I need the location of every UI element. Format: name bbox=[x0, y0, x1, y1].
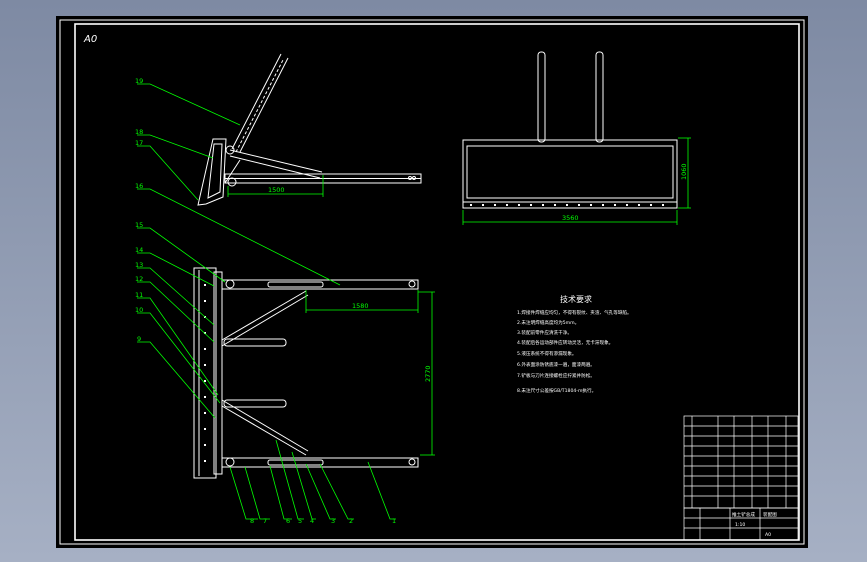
part-label-2: 2 bbox=[349, 517, 353, 525]
top-width-dim-text: 2770 bbox=[424, 365, 432, 382]
part-label-17: 17 bbox=[135, 139, 143, 147]
part-label-6: 6 bbox=[286, 517, 290, 525]
part-label-11: 11 bbox=[135, 291, 143, 299]
front-blade-outer bbox=[462, 139, 678, 209]
part-label-1: 1 bbox=[392, 517, 396, 525]
tech-req-line: 1.焊接件焊缝应均匀，不得有裂纹、夹渣、气孔等缺陷。 bbox=[517, 309, 632, 316]
top-end-pin-2 bbox=[408, 458, 416, 466]
front-view bbox=[462, 51, 678, 209]
side-end-pin-b bbox=[412, 176, 416, 180]
part-label-3: 3 bbox=[331, 517, 335, 525]
part-number-labels: 19 18 17 16 15 14 13 12 11 10 9 8 7 6 5 … bbox=[135, 77, 396, 525]
part-label-4: 4 bbox=[310, 517, 314, 525]
tech-req-line: 5.液压系统不得有渗漏现象。 bbox=[517, 350, 577, 357]
side-cylinder-rod bbox=[235, 59, 284, 153]
top-upper-arm bbox=[221, 279, 419, 290]
part-label-15: 15 bbox=[135, 221, 143, 229]
top-dimensions bbox=[305, 290, 435, 456]
tech-req-line: 8.未注尺寸公差按GB/T1804-m执行。 bbox=[517, 387, 596, 394]
title-block-text: 推土铲总成 装配图 1:10 A0 bbox=[732, 511, 777, 538]
front-blade-face bbox=[466, 145, 674, 199]
side-blade bbox=[197, 138, 227, 206]
top-upper-link bbox=[267, 281, 324, 288]
part-label-16: 16 bbox=[135, 182, 143, 190]
part-label-9: 9 bbox=[137, 335, 141, 343]
side-beam-pin bbox=[227, 177, 237, 187]
top-brace-upper bbox=[221, 290, 307, 341]
outer-border bbox=[59, 19, 805, 545]
top-lower-arm bbox=[221, 457, 419, 468]
side-view bbox=[197, 53, 422, 206]
tech-req-line: 7.铲板与刀片连接螺栓应拧紧并防松。 bbox=[517, 372, 595, 379]
side-brace-a bbox=[229, 149, 323, 173]
top-view bbox=[193, 267, 419, 479]
title-block-sheet: A0 bbox=[765, 532, 771, 538]
part-label-19: 19 bbox=[135, 77, 143, 85]
inner-frame bbox=[74, 23, 800, 541]
title-block-scale: 1:10 bbox=[735, 522, 745, 528]
tech-req-line: 3.装配前零件应清洗干净。 bbox=[517, 329, 572, 336]
top-lower-cylinder bbox=[223, 399, 287, 408]
top-pin-2 bbox=[225, 457, 235, 467]
tech-req-line: 2.未注明焊缝高度均为5mm。 bbox=[517, 319, 579, 326]
top-upper-cylinder bbox=[223, 338, 287, 347]
front-dimensions bbox=[462, 137, 691, 225]
top-pin-1 bbox=[225, 279, 235, 289]
side-dimension bbox=[227, 175, 324, 197]
top-brace-lower-b bbox=[221, 399, 309, 452]
front-bolt-row bbox=[470, 204, 664, 206]
part-label-18: 18 bbox=[135, 128, 143, 136]
tech-req-title: 技术要求 bbox=[560, 294, 592, 304]
side-pivot bbox=[225, 145, 235, 155]
title-block-drawing-no: 装配图 bbox=[763, 511, 777, 518]
part-label-13: 13 bbox=[135, 261, 143, 269]
top-blade-back bbox=[213, 271, 223, 475]
tech-req-line: 6.外表面涂防锈底漆一遍，面漆两遍。 bbox=[517, 361, 595, 368]
leader-lines bbox=[137, 83, 396, 520]
front-width-dim-text: 3560 bbox=[562, 214, 579, 222]
side-strut bbox=[224, 159, 241, 184]
part-label-8: 8 bbox=[250, 517, 254, 525]
title-block-name: 推土铲总成 bbox=[732, 511, 755, 518]
part-label-12: 12 bbox=[135, 275, 143, 283]
tech-req-line: 4.装配后各运动部件应转动灵活，无卡滞现象。 bbox=[517, 339, 613, 346]
top-brace-lower bbox=[221, 405, 307, 456]
front-cylinder-right bbox=[595, 51, 604, 143]
side-end-pin-a bbox=[408, 176, 412, 180]
side-cylinder-outer-b bbox=[239, 57, 289, 153]
side-blade-inner bbox=[207, 143, 223, 199]
sheet-size-label: A0 bbox=[83, 34, 97, 45]
tech-requirements: 技术要求 1.焊接件焊缝应均匀，不得有裂纹、夹渣、气孔等缺陷。 2.未注明焊缝高… bbox=[517, 294, 632, 394]
side-cylinder-outer-a bbox=[231, 53, 282, 150]
front-cylinder-left bbox=[537, 51, 546, 143]
top-brace-upper-b bbox=[221, 294, 309, 347]
front-height-dim-text: 1060 bbox=[680, 163, 688, 180]
top-length-dim-text: 1580 bbox=[352, 302, 369, 310]
part-label-7: 7 bbox=[263, 517, 267, 525]
part-label-5: 5 bbox=[298, 517, 302, 525]
part-label-14: 14 bbox=[135, 246, 143, 254]
top-end-pin-1 bbox=[408, 280, 416, 288]
title-block bbox=[683, 415, 799, 541]
title-block-frame bbox=[683, 507, 799, 541]
drawing-sheet bbox=[56, 16, 808, 548]
side-dim-text: 1500 bbox=[268, 186, 285, 194]
part-label-10: 10 bbox=[135, 306, 143, 314]
